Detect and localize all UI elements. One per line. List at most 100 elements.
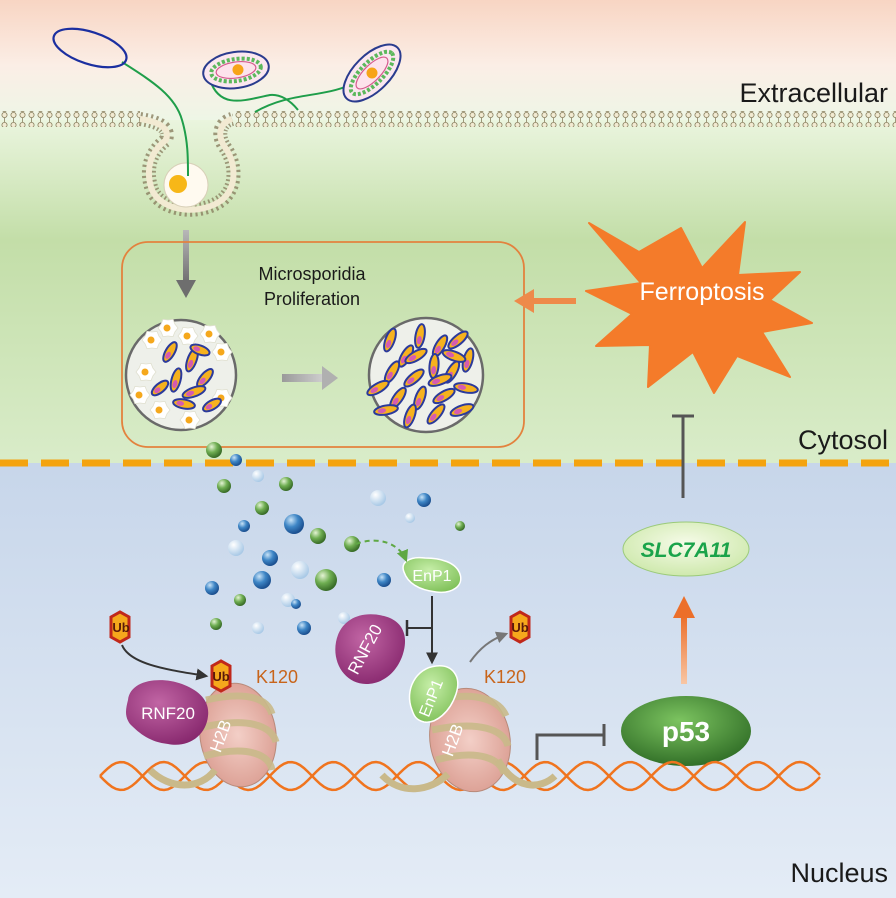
nucleosome-icon (147, 682, 280, 789)
particle (206, 442, 222, 458)
ub-hexagon-icon (509, 610, 531, 644)
meront-icon (199, 324, 221, 344)
rnf20-protein-middle (335, 614, 406, 684)
parasitophorous-vacuole-mature-icon (366, 316, 485, 434)
spore-icon (189, 343, 211, 357)
ferroptosis-label: Ferroptosis (639, 278, 764, 306)
particle (377, 573, 391, 587)
ferroptosis-burst-icon (585, 221, 813, 394)
spore-icon (150, 379, 170, 397)
nucleus-label: Nucleus (790, 858, 888, 888)
plasma-membrane (0, 111, 896, 217)
particle (230, 454, 242, 466)
enp1-inhibits-rnf20-arrow (405, 596, 438, 665)
enp1-label-top: EnP1 (412, 568, 451, 585)
spore-icon (427, 373, 453, 387)
particle (310, 528, 326, 544)
spore-icon (403, 368, 425, 388)
enp1-protein-bound (408, 665, 459, 723)
ub-hexagon-icon (210, 659, 232, 693)
particle (338, 612, 350, 624)
particle (228, 540, 244, 556)
spore-icon (447, 330, 469, 350)
meront-icon (149, 400, 171, 420)
parasitophorous-vacuole-icon (124, 318, 238, 432)
released-particles (205, 442, 465, 635)
spore-icon (52, 27, 402, 103)
meront-icon (157, 318, 179, 338)
ub-label-removed: Ub (511, 620, 528, 635)
extracellular-region (0, 0, 896, 120)
ferroptosis-to-proliferation-arrow (514, 289, 576, 313)
spore-icon (383, 327, 397, 353)
p53-protein (621, 696, 751, 766)
spore-icon (373, 404, 399, 416)
p53-to-slc7a11-arrow (673, 596, 695, 684)
spore-icon (366, 379, 390, 397)
slc7a11-label: SLC7A11 (641, 539, 732, 562)
ub-label-free: Ub (112, 620, 129, 635)
slc7a11-gene (622, 521, 750, 577)
particle (370, 490, 386, 506)
particle (252, 470, 264, 482)
ub-removal-arrow (469, 631, 509, 663)
proliferation-title-line2: Proliferation (264, 289, 360, 309)
spore-icon (404, 347, 428, 365)
k120-label-left: K120 (256, 667, 298, 687)
rnf20-label-left: RNF20 (141, 704, 195, 723)
spore-icon (441, 349, 467, 363)
k120-label-right: K120 (484, 667, 526, 687)
particle (238, 520, 250, 532)
meront-icon (135, 362, 157, 382)
ub-hexagon-icon (109, 610, 131, 644)
particle (284, 514, 304, 534)
particle (217, 479, 231, 493)
cytosol-label: Cytosol (798, 425, 888, 455)
meront-icon (211, 342, 233, 362)
particle (252, 622, 264, 634)
spore-icon (403, 403, 417, 429)
particle (455, 521, 465, 531)
particle (297, 621, 311, 635)
spore-icon (453, 382, 479, 394)
polar-tube-icon (121, 61, 351, 177)
particle (262, 550, 278, 566)
spore-icon (181, 385, 207, 399)
particle (344, 536, 360, 552)
ub-transfer-arrow (121, 644, 209, 681)
spore-icon (169, 367, 183, 393)
enp1-protein-top (402, 556, 462, 594)
particle (205, 581, 219, 595)
particle (417, 493, 431, 507)
inhibition-arrow-icon (672, 414, 694, 498)
particle (315, 569, 337, 591)
particle (234, 594, 246, 606)
spore-icon (414, 323, 426, 349)
p53-label: p53 (662, 716, 710, 747)
proliferation-title-line1: Microsporidia (258, 264, 366, 284)
h2bub-inhibits-p53-arrow (535, 724, 606, 760)
proliferation-box (121, 241, 525, 448)
spore-icon (426, 403, 446, 425)
particle (291, 561, 309, 579)
extracellular-label: Extracellular (739, 78, 888, 108)
rnf20-protein-left (126, 680, 209, 745)
particle (253, 571, 271, 589)
particle (291, 599, 301, 609)
ub-label-attached: Ub (212, 669, 229, 684)
internalization-arrow (176, 230, 196, 298)
spore-icon (162, 341, 178, 363)
meront-icon (129, 385, 151, 405)
spore-icon (432, 387, 456, 405)
spore-icon (172, 398, 196, 410)
meront-icon (179, 410, 201, 430)
particle (255, 501, 269, 515)
spore-icon (202, 397, 222, 413)
particle (210, 618, 222, 630)
proliferation-arrow (282, 366, 338, 390)
meront-icon (141, 330, 163, 350)
endocytosis-vesicle-icon (163, 162, 209, 208)
particle (405, 513, 415, 523)
